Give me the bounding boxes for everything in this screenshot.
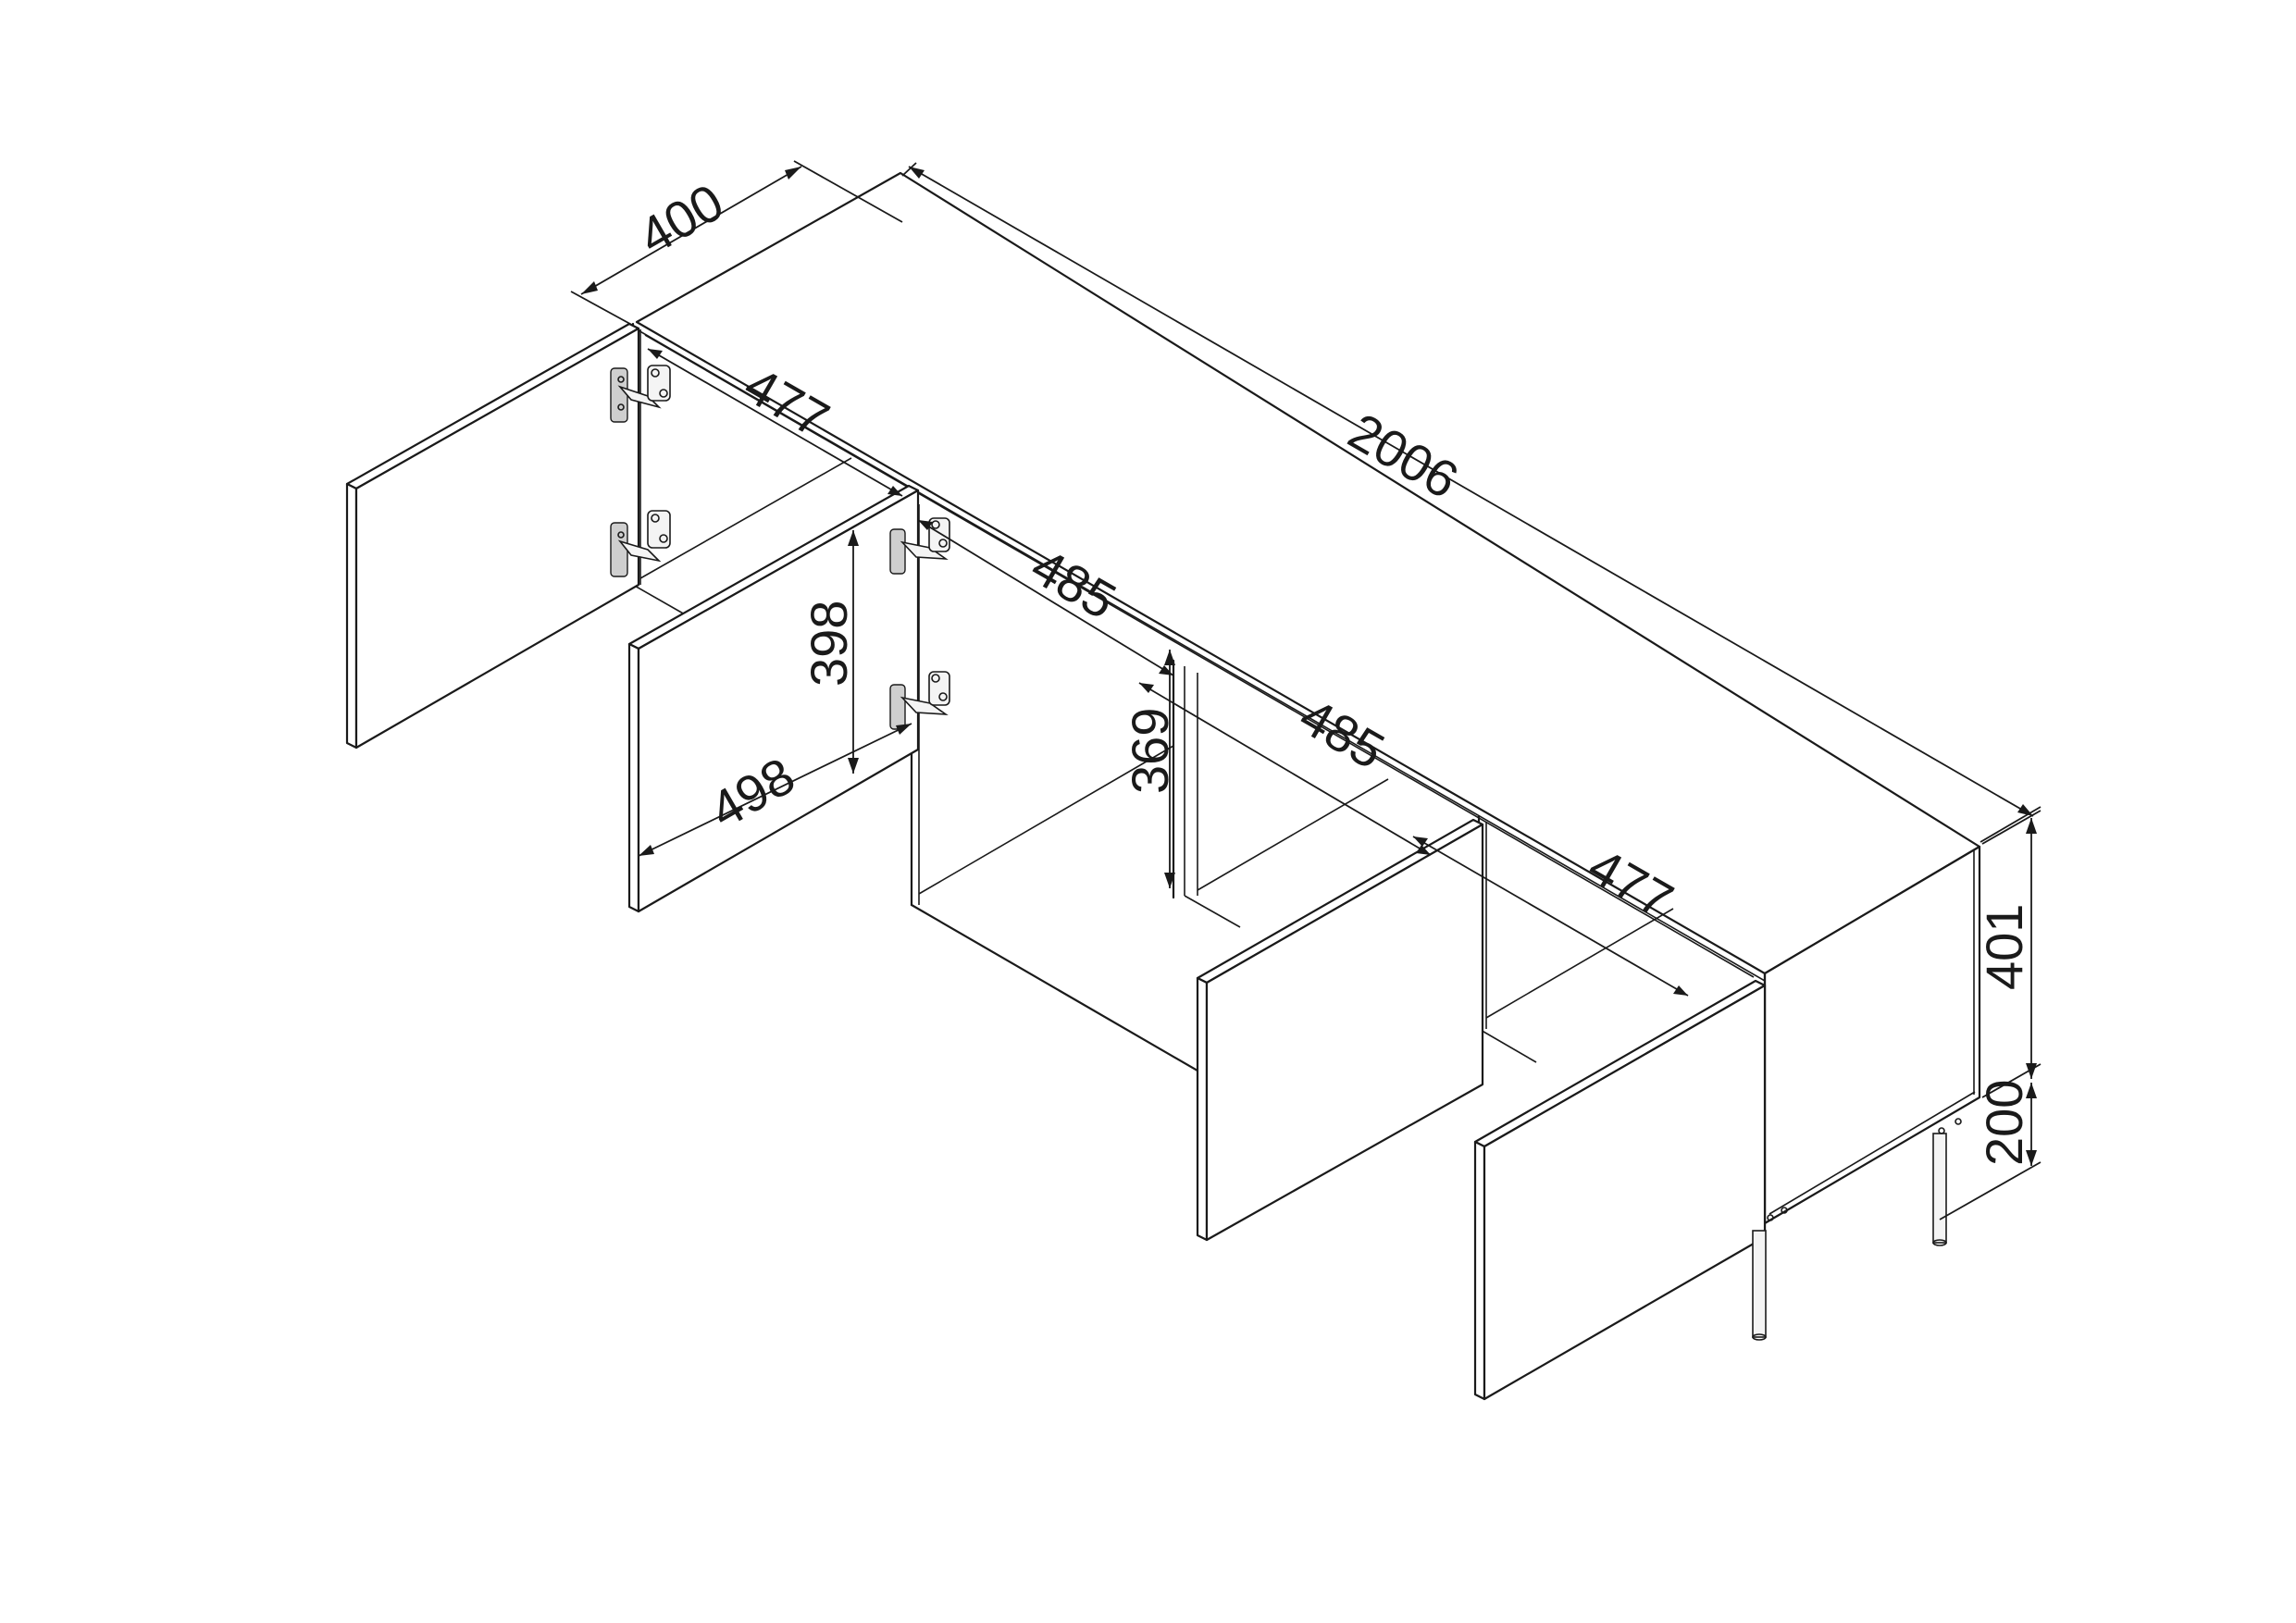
dim-398-label: 398 bbox=[800, 601, 858, 687]
dim-200-label: 200 bbox=[1975, 1080, 2033, 1166]
hinge-door2-top bbox=[889, 517, 950, 575]
hinge-door1-bottom bbox=[610, 510, 671, 577]
hinge-door2-bottom bbox=[889, 671, 950, 730]
dimension-leg-height: 200 bbox=[1939, 1080, 2042, 1220]
hinge-door1-top bbox=[610, 365, 671, 423]
dimension-body-height: 401 bbox=[1975, 810, 2042, 1098]
door-1[interactable] bbox=[345, 322, 640, 750]
door-4[interactable] bbox=[1473, 979, 1767, 1401]
dim-401-label: 401 bbox=[1975, 904, 2033, 990]
door-3[interactable] bbox=[1196, 818, 1484, 1242]
dimension-door-height: 398 bbox=[800, 530, 859, 774]
dim-400-label: 400 bbox=[629, 172, 733, 266]
leg-front bbox=[1752, 1207, 1788, 1341]
dim-369-label: 369 bbox=[1121, 708, 1179, 794]
door-2[interactable] bbox=[627, 484, 920, 913]
dimension-inner-height: 369 bbox=[1121, 650, 1179, 888]
leg-right bbox=[1932, 1118, 1962, 1246]
